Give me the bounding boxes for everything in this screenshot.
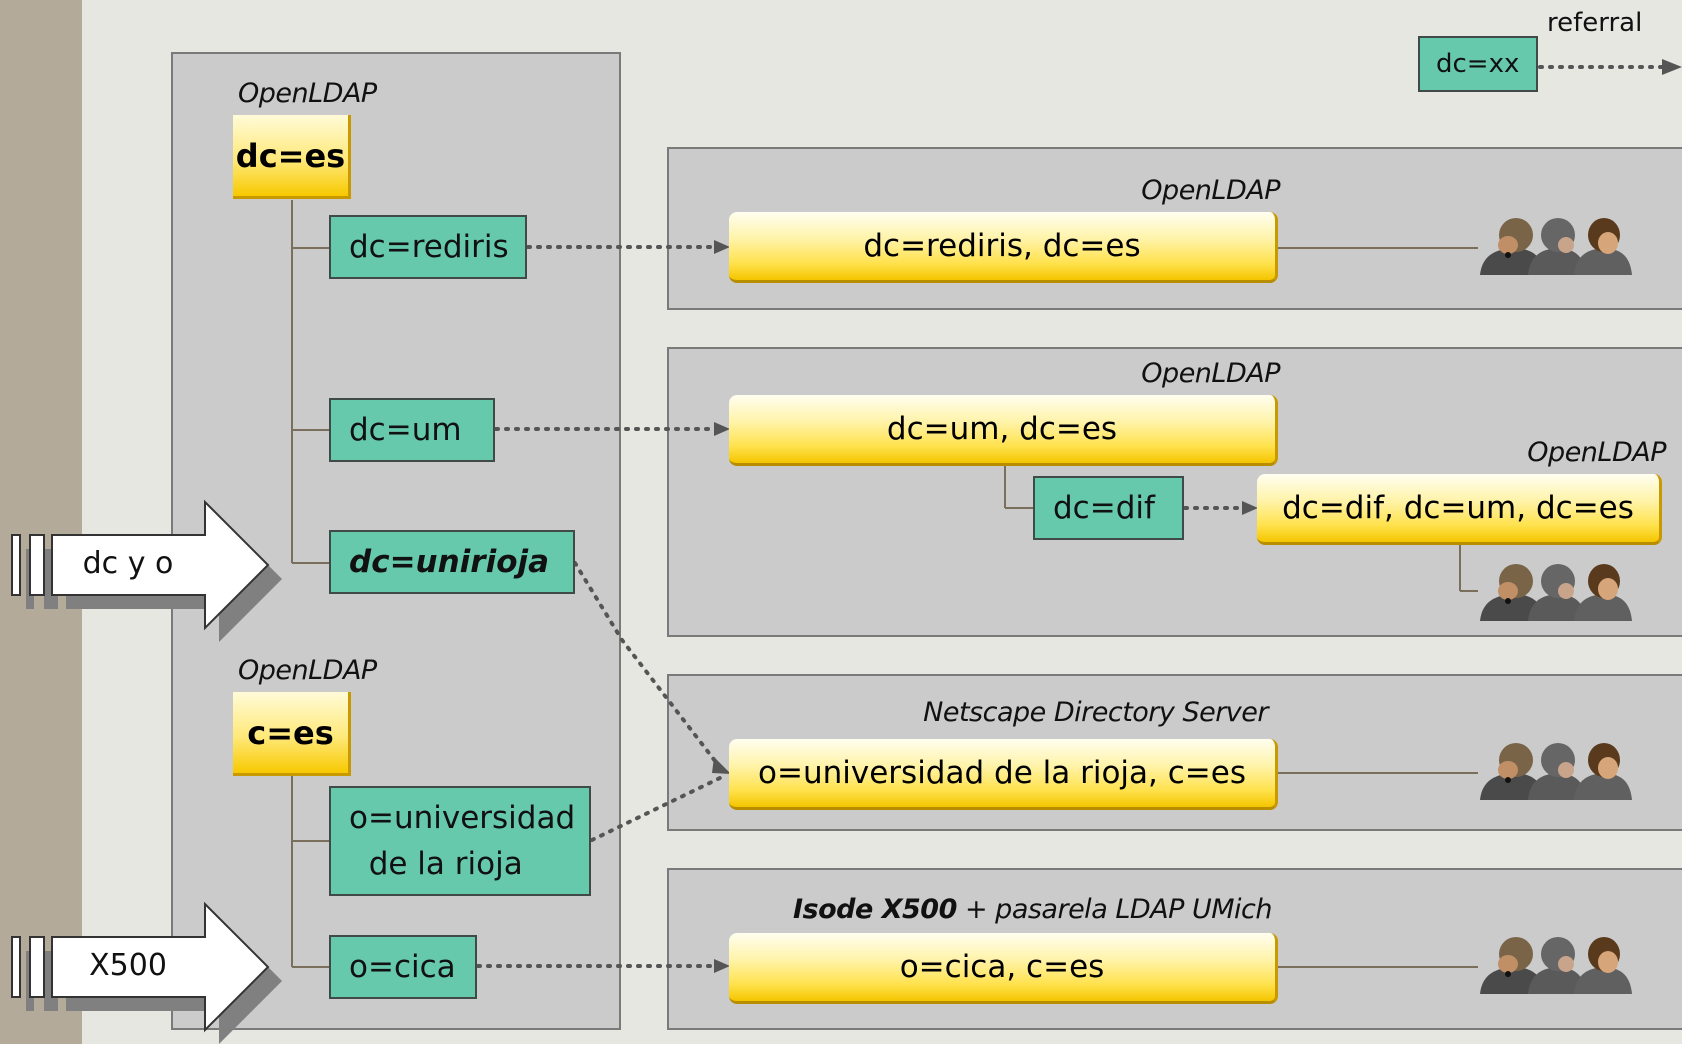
dc-es-root: dc=es	[233, 115, 351, 199]
x500-arrow-shape	[11, 901, 282, 1044]
server-label-netscape: Netscape Directory Server	[923, 697, 1268, 728]
server-label-isode-rest: + pasarela LDAP UMich	[956, 894, 1273, 925]
referral-arrowheads	[712, 59, 1682, 973]
users-icon	[1480, 218, 1632, 275]
dc-rediris-node: dc=rediris	[329, 215, 527, 279]
users-icon	[1480, 564, 1632, 621]
dc-unirioja-node: dc=unirioja	[329, 530, 575, 594]
referral-legend-box: dc=xx	[1418, 36, 1538, 92]
tree-lines	[291, 200, 1478, 968]
referral-lines	[476, 65, 1664, 968]
um-entry: dc=um, dc=es	[729, 395, 1278, 466]
left-sidebar	[0, 0, 82, 1044]
cica-entry: o=cica, c=es	[729, 933, 1278, 1004]
server-label-openldap: OpenLDAP	[238, 78, 377, 109]
users-icon	[1480, 743, 1632, 800]
server-label-openldap: OpenLDAP	[1527, 437, 1666, 468]
dc-dif-node: dc=dif	[1033, 476, 1184, 540]
dif-entry: dc=dif, dc=um, dc=es	[1257, 474, 1662, 545]
o-cica-node: o=cica	[329, 935, 477, 999]
referral-label: referral	[1547, 8, 1643, 38]
server-label-openldap: OpenLDAP	[1141, 358, 1280, 389]
rediris-entry: dc=rediris, dc=es	[729, 212, 1278, 283]
unirioja-entry: o=universidad de la rioja, c=es	[729, 739, 1278, 810]
dc-um-node: dc=um	[329, 398, 495, 462]
users-icon	[1480, 937, 1632, 994]
server-label-isode-bold: Isode X500	[793, 894, 957, 925]
c-es-root: c=es	[233, 692, 351, 776]
server-label-isode: Isode X500 + pasarela LDAP UMich	[740, 894, 1273, 925]
server-label-openldap: OpenLDAP	[1141, 175, 1280, 206]
server-label-openldap: OpenLDAP	[238, 655, 377, 686]
o-unirioja-node: o=universidad de la rioja	[329, 786, 591, 896]
dc-arrow-label: dc y o	[82, 546, 174, 581]
x500-arrow-label: X500	[89, 948, 167, 983]
dc-arrow-shape	[11, 499, 282, 642]
